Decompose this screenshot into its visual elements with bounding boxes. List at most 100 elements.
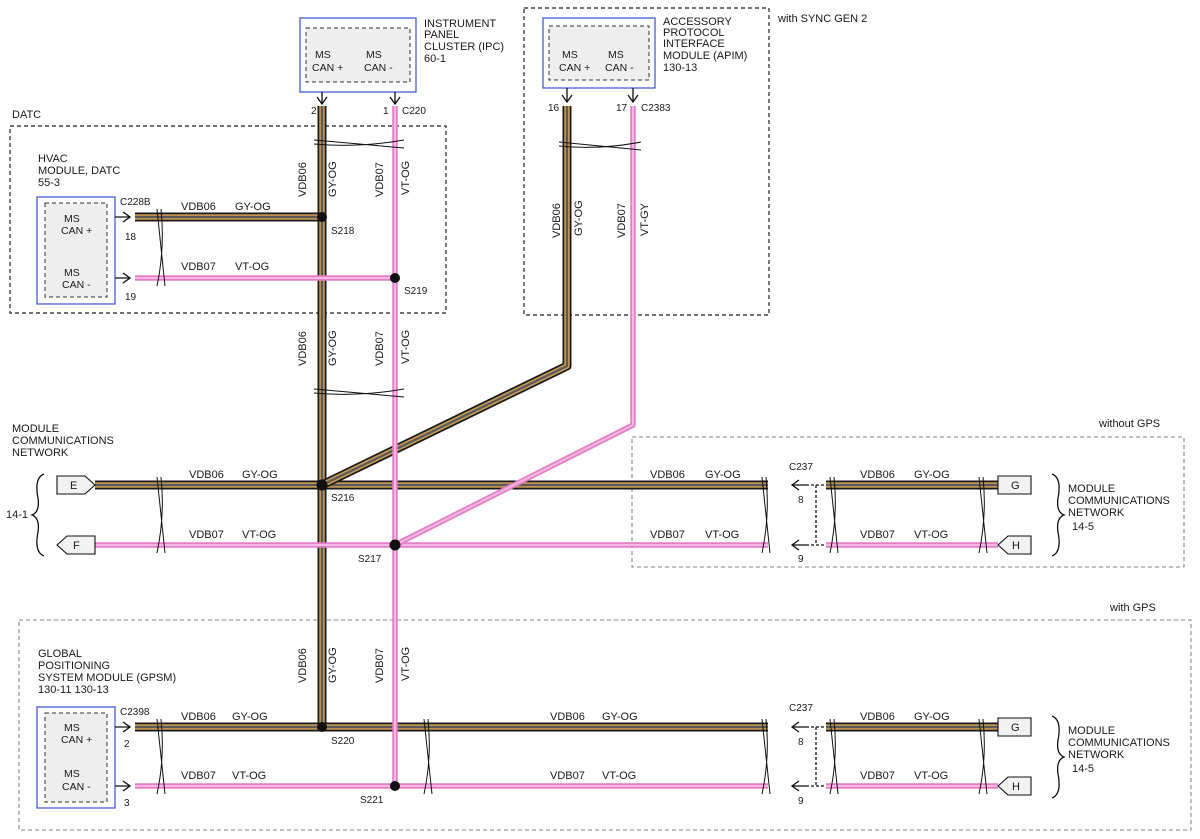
- gps-plus-circuit-left: VDB06: [181, 711, 216, 723]
- splice-s216-label: S216: [331, 493, 355, 504]
- apim-title-4: MODULE (APIM): [663, 50, 747, 62]
- apim-title-2: PROTOCOL: [663, 27, 725, 39]
- no-gps-option-label: without GPS: [1098, 418, 1160, 430]
- gpsm-plus-label-1: MS: [64, 722, 80, 734]
- hvac-title-1: HVAC: [38, 153, 68, 165]
- gps-plus-circuit-right: VDB06: [860, 711, 895, 723]
- hvac-ref: 55-3: [38, 177, 60, 189]
- nogps-plus-color-left: GY-OG: [705, 469, 741, 481]
- mcn-right-lower-title-1: MODULE: [1068, 725, 1115, 737]
- mcn-left-ref: 14-1: [6, 509, 28, 521]
- gps-minus-circuit-right: VDB07: [860, 770, 895, 782]
- ipc-pin-plus: 2: [311, 106, 317, 117]
- apim-ref: 130-13: [663, 62, 697, 74]
- nogps-minus-circuit-right: VDB07: [860, 529, 895, 541]
- gpsm-connector: C2398: [120, 707, 150, 718]
- nogps-minus-color-right: VT-OG: [914, 529, 948, 541]
- gps-option-label: with GPS: [1109, 602, 1156, 614]
- apim-plus-circuit: VDB06: [551, 203, 563, 238]
- mcn-right-lower-title-3: NETWORK: [1068, 749, 1125, 761]
- gps-plus-color-right: GY-OG: [914, 711, 950, 723]
- datc-group-box: [9, 125, 447, 314]
- gpsm-ref: 130-11 130-13: [38, 684, 109, 696]
- ipc-connector: C220: [402, 106, 426, 117]
- brace-left: [30, 473, 45, 557]
- wire-vdb07-trunk: [95, 106, 998, 789]
- splice-s219-label: S219: [404, 286, 428, 297]
- apim-title-1: ACCESSORY: [663, 16, 733, 28]
- nogps-plus-circuit-left: VDB06: [650, 469, 685, 481]
- splice-s216: [316, 479, 328, 491]
- ipc-pin-minus: 1: [383, 106, 389, 117]
- nogps-minus-circuit-left: VDB07: [650, 529, 685, 541]
- ipc-module: MS CAN + MS CAN -: [299, 17, 417, 93]
- connector-h-upper: H: [997, 535, 1032, 555]
- c237-lower-pin-plus: 8: [798, 737, 804, 748]
- hvac-pin-plus: 18: [125, 232, 137, 243]
- mcn-right-upper-title-3: NETWORK: [1068, 507, 1125, 519]
- splice-s220: [317, 722, 327, 732]
- ipc-title-3: CLUSTER (IPC): [424, 41, 504, 53]
- hvac-plus-label-2: CAN +: [61, 225, 92, 237]
- pin-arrows: [115, 88, 826, 792]
- ipc-plus-circuit-upper: VDB06: [297, 162, 309, 197]
- splice-s219: [390, 273, 400, 283]
- trunk-minus-color-mid: VT-OG: [400, 330, 412, 364]
- splice-s221: [390, 781, 400, 791]
- gps-minus-color-vert: VT-OG: [400, 647, 412, 681]
- wire-vdb06-trunk: [95, 106, 998, 732]
- apim-plus-color: GY-OG: [573, 200, 585, 236]
- trunk-plus-color-mid: GY-OG: [327, 330, 339, 366]
- gpsm-pin-plus: 2: [124, 739, 130, 750]
- left-minus-color: VT-OG: [242, 529, 276, 541]
- gpsm-plus-label-2: CAN +: [61, 734, 92, 746]
- gpsm-pin-minus: 3: [124, 798, 130, 809]
- left-minus-circuit: VDB07: [189, 529, 224, 541]
- connector-h-upper-label: H: [1012, 540, 1020, 552]
- gps-minus-circuit-mid: VDB07: [550, 770, 585, 782]
- hvac-title-2: MODULE, DATC: [38, 165, 120, 177]
- ipc-minus-label-2: CAN -: [364, 62, 393, 74]
- splice-s217-label: S217: [358, 554, 382, 565]
- left-plus-circuit: VDB06: [189, 469, 224, 481]
- apim-option-label: with SYNC GEN 2: [777, 13, 867, 25]
- trunk-minus-circuit-mid: VDB07: [374, 331, 386, 366]
- gpsm-title-2: POSITIONING: [38, 660, 110, 672]
- brace-right-upper: [1051, 473, 1066, 557]
- c237-lower-pin-minus: 9: [798, 796, 804, 807]
- nogps-plus-color-right: GY-OG: [914, 469, 950, 481]
- gps-minus-color-left: VT-OG: [232, 770, 266, 782]
- ipc-plus-label-2: CAN +: [312, 62, 343, 74]
- apim-plus-label-1: MS: [562, 49, 578, 61]
- apim-minus-label-2: CAN -: [605, 62, 634, 74]
- nogps-minus-color-left: VT-OG: [705, 529, 739, 541]
- mcn-right-upper-title-1: MODULE: [1068, 483, 1115, 495]
- hvac-connector: C228B: [120, 197, 151, 208]
- left-plus-color: GY-OG: [242, 469, 278, 481]
- apim-minus-circuit: VDB07: [616, 203, 628, 238]
- datc-group-label: DATC: [12, 109, 41, 121]
- connector-f-label: F: [73, 540, 80, 552]
- apim-module: MS CAN + MS CAN -: [542, 17, 656, 89]
- connector-g-lower: G: [997, 717, 1032, 737]
- ipc-plus-label-1: MS: [315, 49, 331, 61]
- ipc-plus-color-upper: GY-OG: [327, 161, 339, 197]
- hvac-pin-minus: 19: [125, 292, 137, 303]
- mcn-right-lower-ref: 14-5: [1072, 763, 1094, 775]
- nogps-plus-circuit-right: VDB06: [860, 469, 895, 481]
- gpsm-minus-label-1: MS: [64, 768, 80, 780]
- c237-upper-pin-minus: 9: [798, 554, 804, 565]
- apim-minus-label-1: MS: [608, 49, 624, 61]
- gps-plus-color-left: GY-OG: [232, 711, 268, 723]
- c237-lower-connector: C237: [789, 703, 813, 714]
- gps-group-box: [18, 619, 1192, 831]
- connector-h-lower-label: H: [1012, 781, 1020, 793]
- hvac-module: MS CAN + MS CAN -: [36, 196, 116, 305]
- splice-s220-label: S220: [331, 736, 355, 747]
- ipc-minus-label-1: MS: [366, 49, 382, 61]
- gpsm-title-1: GLOBAL: [38, 648, 82, 660]
- ipc-minus-color-upper: VT-OG: [400, 161, 412, 195]
- connector-e: E: [56, 475, 96, 495]
- connector-g-upper-label: G: [1011, 480, 1020, 492]
